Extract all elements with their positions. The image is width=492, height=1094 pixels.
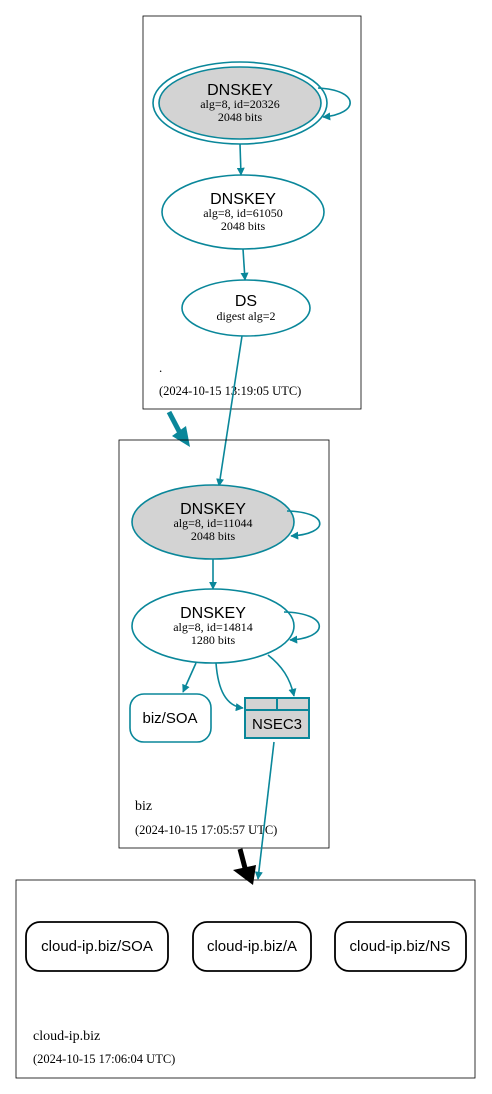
biz-zsk-line1: alg=8, id=14814 (173, 620, 253, 634)
biz-ksk-node[interactable]: DNSKEY alg=8, id=11044 2048 bits (131, 484, 295, 560)
biz-zsk-self-edge (283, 611, 320, 644)
root-ds-line1: digest alg=2 (216, 309, 275, 323)
cloud-a-label: cloud-ip.biz/A (207, 938, 297, 955)
cloud-ns-label: cloud-ip.biz/NS (350, 938, 451, 955)
edge-root-ksk-to-zsk (236, 143, 245, 176)
cloud-ns-node[interactable]: cloud-ip.biz/NS (334, 921, 467, 972)
edge-biz-zsk-to-nsec3-b (267, 654, 297, 697)
root-zsk-node[interactable]: DNSKEY alg=8, id=61050 2048 bits (161, 174, 325, 250)
root-ksk-title: DNSKEY (207, 82, 273, 99)
zone-cloud-name: cloud-ip.biz (33, 1029, 100, 1044)
root-ksk-node[interactable]: DNSKEY alg=8, id=20326 2048 bits (152, 61, 328, 145)
zone-biz-name: biz (135, 799, 152, 814)
zone-cloud-box (15, 879, 476, 1079)
zone-biz-box (118, 439, 330, 849)
zone-root-timestamp: (2024-10-15 13:19:05 UTC) (159, 384, 301, 398)
root-ds-node[interactable]: DS digest alg=2 (181, 279, 311, 337)
cloud-a-node[interactable]: cloud-ip.biz/A (192, 921, 312, 972)
cloud-soa-label: cloud-ip.biz/SOA (41, 938, 153, 955)
delegation-root-to-biz (166, 410, 183, 435)
biz-nsec3-label: NSEC3 (252, 716, 302, 733)
root-ksk-line1: alg=8, id=20326 (200, 97, 280, 111)
zone-root-name: . (159, 360, 162, 375)
root-zsk-title: DNSKEY (210, 191, 276, 208)
cloud-soa-node[interactable]: cloud-ip.biz/SOA (25, 921, 169, 972)
biz-ksk-line1: alg=8, id=11044 (173, 516, 252, 530)
delegation-biz-to-cloud (237, 848, 248, 869)
edge-nsec3-to-cloud (254, 741, 275, 880)
root-ds-title: DS (235, 293, 257, 310)
biz-nsec3-node[interactable]: NSEC3 (244, 697, 310, 739)
biz-zsk-title: DNSKEY (180, 605, 246, 622)
edge-root-zsk-to-ds (240, 248, 249, 281)
zone-biz-timestamp: (2024-10-15 17:05:57 UTC) (135, 823, 277, 837)
biz-soa-node[interactable]: biz/SOA (129, 693, 212, 743)
biz-zsk-node[interactable]: DNSKEY alg=8, id=14814 1280 bits (131, 588, 295, 664)
delegation-root-to-biz-head (172, 426, 190, 447)
biz-ksk-self-edge (286, 510, 321, 540)
biz-ksk-line2: 2048 bits (191, 529, 236, 543)
root-zsk-line2: 2048 bits (221, 219, 266, 233)
biz-zsk-line2: 1280 bits (191, 633, 236, 647)
root-ksk-line2: 2048 bits (218, 110, 263, 124)
edge-root-ds-to-biz-ksk (216, 335, 243, 487)
edge-biz-zsk-to-nsec3-a (215, 662, 244, 712)
delegation-biz-to-cloud-head (233, 865, 256, 885)
root-zsk-line1: alg=8, id=61050 (203, 206, 283, 220)
zone-cloud-timestamp: (2024-10-15 17:06:04 UTC) (33, 1052, 175, 1066)
edge-biz-zsk-to-soa (182, 662, 197, 693)
root-ksk-self-edge (317, 87, 351, 121)
biz-ksk-title: DNSKEY (180, 501, 246, 518)
biz-soa-label: biz/SOA (142, 710, 197, 727)
